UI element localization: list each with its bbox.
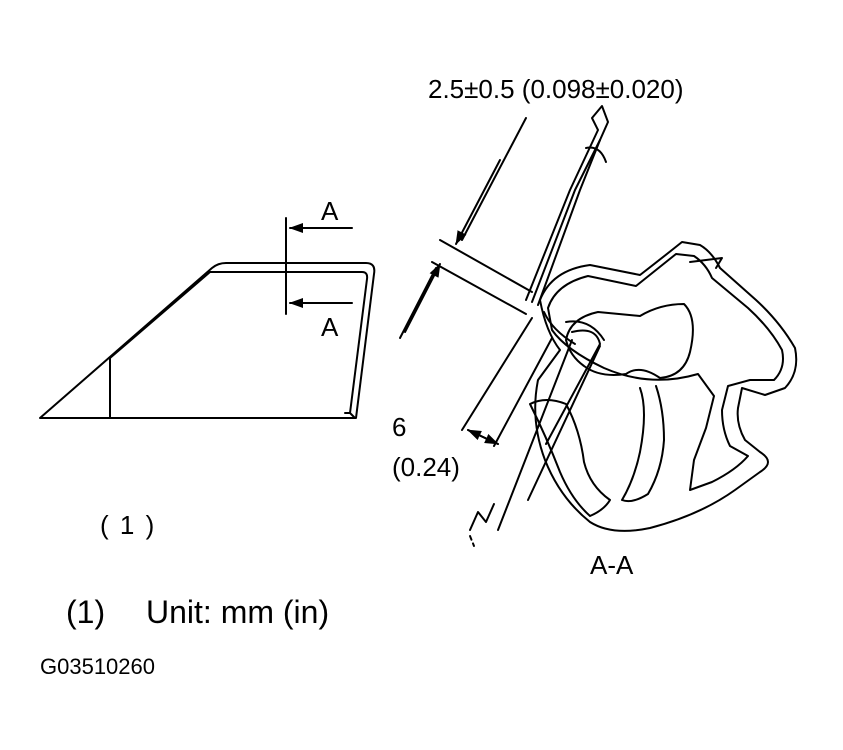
figure-code: G03510260 xyxy=(40,654,155,679)
depth-dimension-in: (0.24) xyxy=(392,452,460,482)
section-cut-line xyxy=(285,217,353,315)
legend-number: (1) xyxy=(66,594,106,630)
gap-dimension-label: 2.5±0.5 (0.098±0.020) xyxy=(428,74,684,104)
view-number-label: ( 1 ) xyxy=(100,510,157,540)
section-arrow-label-bottom: A xyxy=(321,312,339,342)
depth-dimension xyxy=(461,317,553,447)
legend-text: Unit: mm (in) xyxy=(146,594,330,630)
section-arrow-label-top: A xyxy=(321,196,339,226)
glass-pane-break xyxy=(469,503,495,547)
depth-dimension-mm: 6 xyxy=(392,412,407,442)
section-label: A-A xyxy=(590,550,634,580)
gap-dimension xyxy=(399,117,533,339)
window-glass-view xyxy=(39,262,376,419)
molding-cross-section xyxy=(497,105,798,532)
